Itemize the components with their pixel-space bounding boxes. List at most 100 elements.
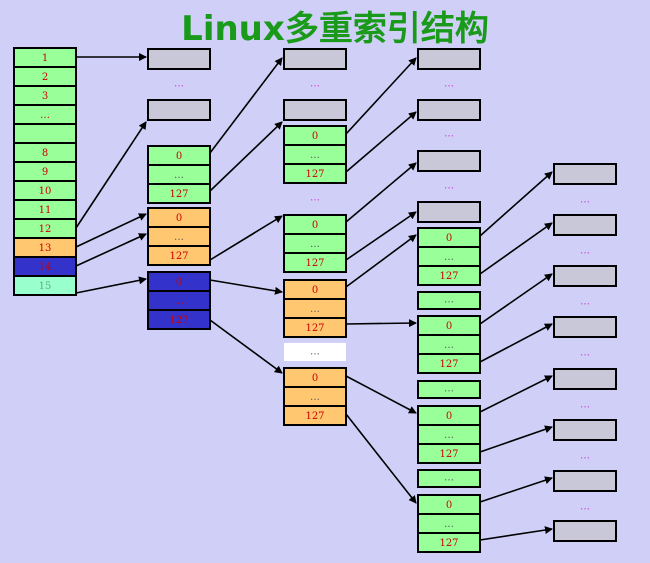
inode-cell-label: 13 (39, 243, 52, 254)
data-block (553, 214, 617, 236)
gap-block (417, 469, 481, 488)
inode-cell-label: 1 (42, 53, 48, 64)
gap-dots: … (310, 347, 320, 358)
index-cell (283, 405, 347, 426)
pointer-arrow (479, 171, 553, 237)
inode-cell-label: 9 (42, 167, 48, 178)
index-cell-label: 0 (312, 285, 318, 296)
pointer-arrow (479, 273, 553, 325)
index-cell-label: 0 (446, 411, 452, 422)
index-block: 0 … 127 (147, 271, 211, 330)
pointer-arrow (479, 375, 553, 413)
diagram-title: Linux多重索引结构 (181, 9, 489, 49)
index-cell (147, 183, 211, 204)
data-block (417, 150, 481, 172)
inode-cell-label: 12 (39, 224, 52, 235)
index-cell-label: … (444, 519, 454, 530)
index-cell-label: 0 (176, 151, 182, 162)
data-block (147, 48, 211, 70)
pointer-arrow (75, 276, 147, 294)
index-blocks: 123…89101112131415…0…1270…1270…127…0…127… (13, 47, 617, 553)
index-cell-label: … (444, 252, 454, 263)
index-block: 0…127 (283, 367, 347, 426)
index-cell-label: … (310, 239, 320, 250)
data-block (553, 316, 617, 338)
pointer-arrow (75, 233, 147, 267)
gap-dots: … (444, 79, 454, 90)
pointer-arrow (209, 57, 283, 154)
data-block (417, 201, 481, 223)
index-cell-label: 0 (176, 277, 182, 288)
pointer-arrow (209, 121, 283, 192)
index-cell-label: 127 (305, 411, 324, 422)
pointer-arrow (209, 319, 283, 374)
data-block (417, 99, 481, 121)
inode-cell-label: 14 (39, 262, 52, 273)
index-cell-label: 127 (169, 251, 188, 262)
index-cell-label: … (444, 340, 454, 351)
index-cell-label: … (444, 430, 454, 441)
pointer-arrow (345, 162, 417, 223)
pointer-arrow (345, 57, 417, 135)
index-block: 0 … 127 (283, 279, 347, 338)
index-cell-label: 0 (312, 220, 318, 231)
index-block: 0…127 (283, 125, 347, 184)
gap-dots: … (444, 295, 454, 306)
gap-dots: … (580, 195, 590, 206)
index-cell (417, 353, 481, 374)
data-block (417, 48, 481, 70)
pointer-arrow (479, 323, 553, 363)
data-block (553, 470, 617, 492)
gap-dots: … (310, 79, 320, 90)
data-block (553, 520, 617, 542)
index-cell (283, 317, 347, 338)
gap-block (417, 380, 481, 399)
pointer-arrow (345, 211, 417, 261)
gap-block (417, 291, 481, 310)
gap-dots: … (580, 246, 590, 257)
index-cell-label: … (174, 296, 184, 307)
index-cell-label: 127 (169, 189, 188, 200)
inode-cell (13, 123, 77, 144)
data-block (283, 48, 347, 70)
gap-dots: … (580, 348, 590, 359)
pointer-arrow (209, 215, 283, 261)
index-cell-label: … (310, 392, 320, 403)
data-block (147, 99, 211, 121)
index-block: 0…127 (147, 145, 211, 204)
gap-dots: … (580, 400, 590, 411)
index-cell-label: 127 (169, 315, 188, 326)
index-block: 0…127 (283, 214, 347, 273)
index-cell (147, 245, 211, 266)
index-cell-label: 0 (446, 233, 452, 244)
gap-block (284, 343, 346, 361)
pointer-arrow (75, 121, 147, 229)
index-cell (417, 532, 481, 553)
index-cell-label: 0 (312, 131, 318, 142)
data-block (283, 99, 347, 121)
pointer-arrow (345, 319, 417, 328)
pointer-arrow (345, 413, 417, 504)
inode-cell (13, 275, 77, 296)
pointer-arrow (479, 222, 553, 275)
index-cell-label: 127 (305, 169, 324, 180)
index-block: 0…127 (417, 494, 481, 553)
inode-cell-label: … (40, 110, 50, 121)
pointer-arrow (479, 526, 553, 541)
index-block: 0…127 (417, 227, 481, 286)
pointer-arrow (479, 425, 553, 453)
pointer-arrows (75, 53, 553, 541)
pointer-arrow (209, 279, 283, 295)
index-cell-label: 127 (305, 323, 324, 334)
index-cell (147, 309, 211, 330)
gap-dots: … (444, 129, 454, 140)
index-cell-label: 0 (176, 213, 182, 224)
index-block: 0…127 (417, 405, 481, 464)
index-cell-label: 127 (439, 359, 458, 370)
index-cell (283, 163, 347, 184)
index-block: 0…127 (417, 315, 481, 374)
gap-dots: … (580, 297, 590, 308)
index-cell-label: 0 (446, 500, 452, 511)
index-cell-label: … (310, 304, 320, 315)
